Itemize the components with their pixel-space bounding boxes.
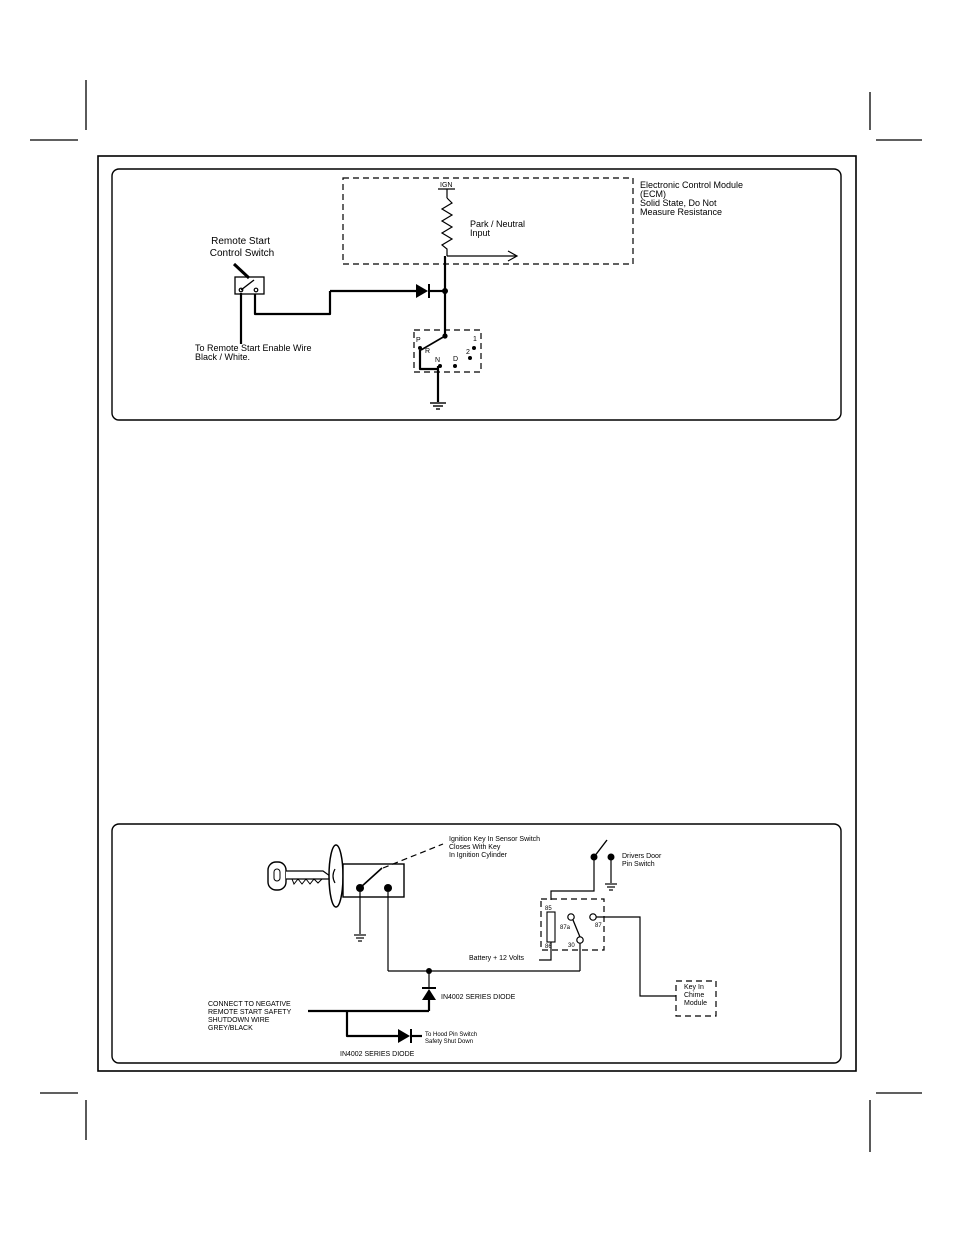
relay-87a: 87a [560, 925, 571, 931]
diode1-label: IN4002 SERIES DIODE [441, 994, 516, 1001]
page-border [97, 155, 857, 1072]
key-sensor-label: Ignition Key In Sensor Switch Closes Wit… [449, 836, 542, 859]
gear-selector-box [413, 329, 482, 373]
diode2-label: IN4002 SERIES DIODE [340, 1051, 415, 1058]
gear-1: 1 [473, 336, 477, 343]
ground-symbol [430, 402, 446, 410]
park-neutral-diagram: Electronic Control Module (ECM) Solid St… [111, 168, 842, 421]
ign-label: IGN [440, 182, 452, 189]
gear-d: D [453, 356, 458, 363]
remote-start-label: Remote Start Control Switch [210, 236, 274, 259]
enable-wire-label: To Remote Start Enable Wire Black / Whit… [195, 343, 314, 362]
gear-r: R [425, 348, 430, 355]
diagram2-frame [111, 823, 842, 1064]
ignition-cylinder [328, 844, 344, 908]
relay-86: 86 [545, 944, 552, 950]
crop-marks [30, 80, 922, 1152]
park-neutral-label: Park / Neutral Input [470, 219, 528, 238]
diode1-symbol [422, 989, 436, 1000]
key-chime-diagram: Ignition Key In Sensor Switch Closes Wit… [111, 823, 842, 1064]
relay-30: 30 [568, 943, 575, 949]
diode-symbol [416, 284, 428, 298]
relay-coil [546, 911, 556, 943]
gear-2: 2 [466, 349, 470, 356]
door-pin-label: Drivers Door Pin Switch [622, 853, 663, 868]
gear-p: P [416, 337, 421, 344]
key-chime-label: Key In Chime Module [684, 984, 707, 1007]
relay-box [540, 898, 605, 951]
gear-n: N [435, 357, 440, 364]
diode2-symbol [398, 1029, 410, 1043]
input-arrow [507, 250, 519, 262]
resistor-symbol [440, 197, 454, 256]
key-chime-module [675, 980, 717, 1017]
connect-label: CONNECT TO NEGATIVE REMOTE START SAFETY … [208, 1001, 293, 1032]
key-sensor-switch [342, 863, 405, 898]
diagram1-frame [111, 168, 842, 421]
key-icon [267, 861, 331, 891]
hood-pin-label: To Hood Pin Switch Safety Shut Down [425, 1032, 479, 1045]
relay-87: 87 [595, 923, 602, 929]
battery-label: Battery + 12 Volts [469, 955, 525, 962]
ecm-box [342, 177, 634, 265]
ecm-label: Electronic Control Module (ECM) Solid St… [640, 180, 746, 217]
relay-85: 85 [545, 906, 552, 912]
